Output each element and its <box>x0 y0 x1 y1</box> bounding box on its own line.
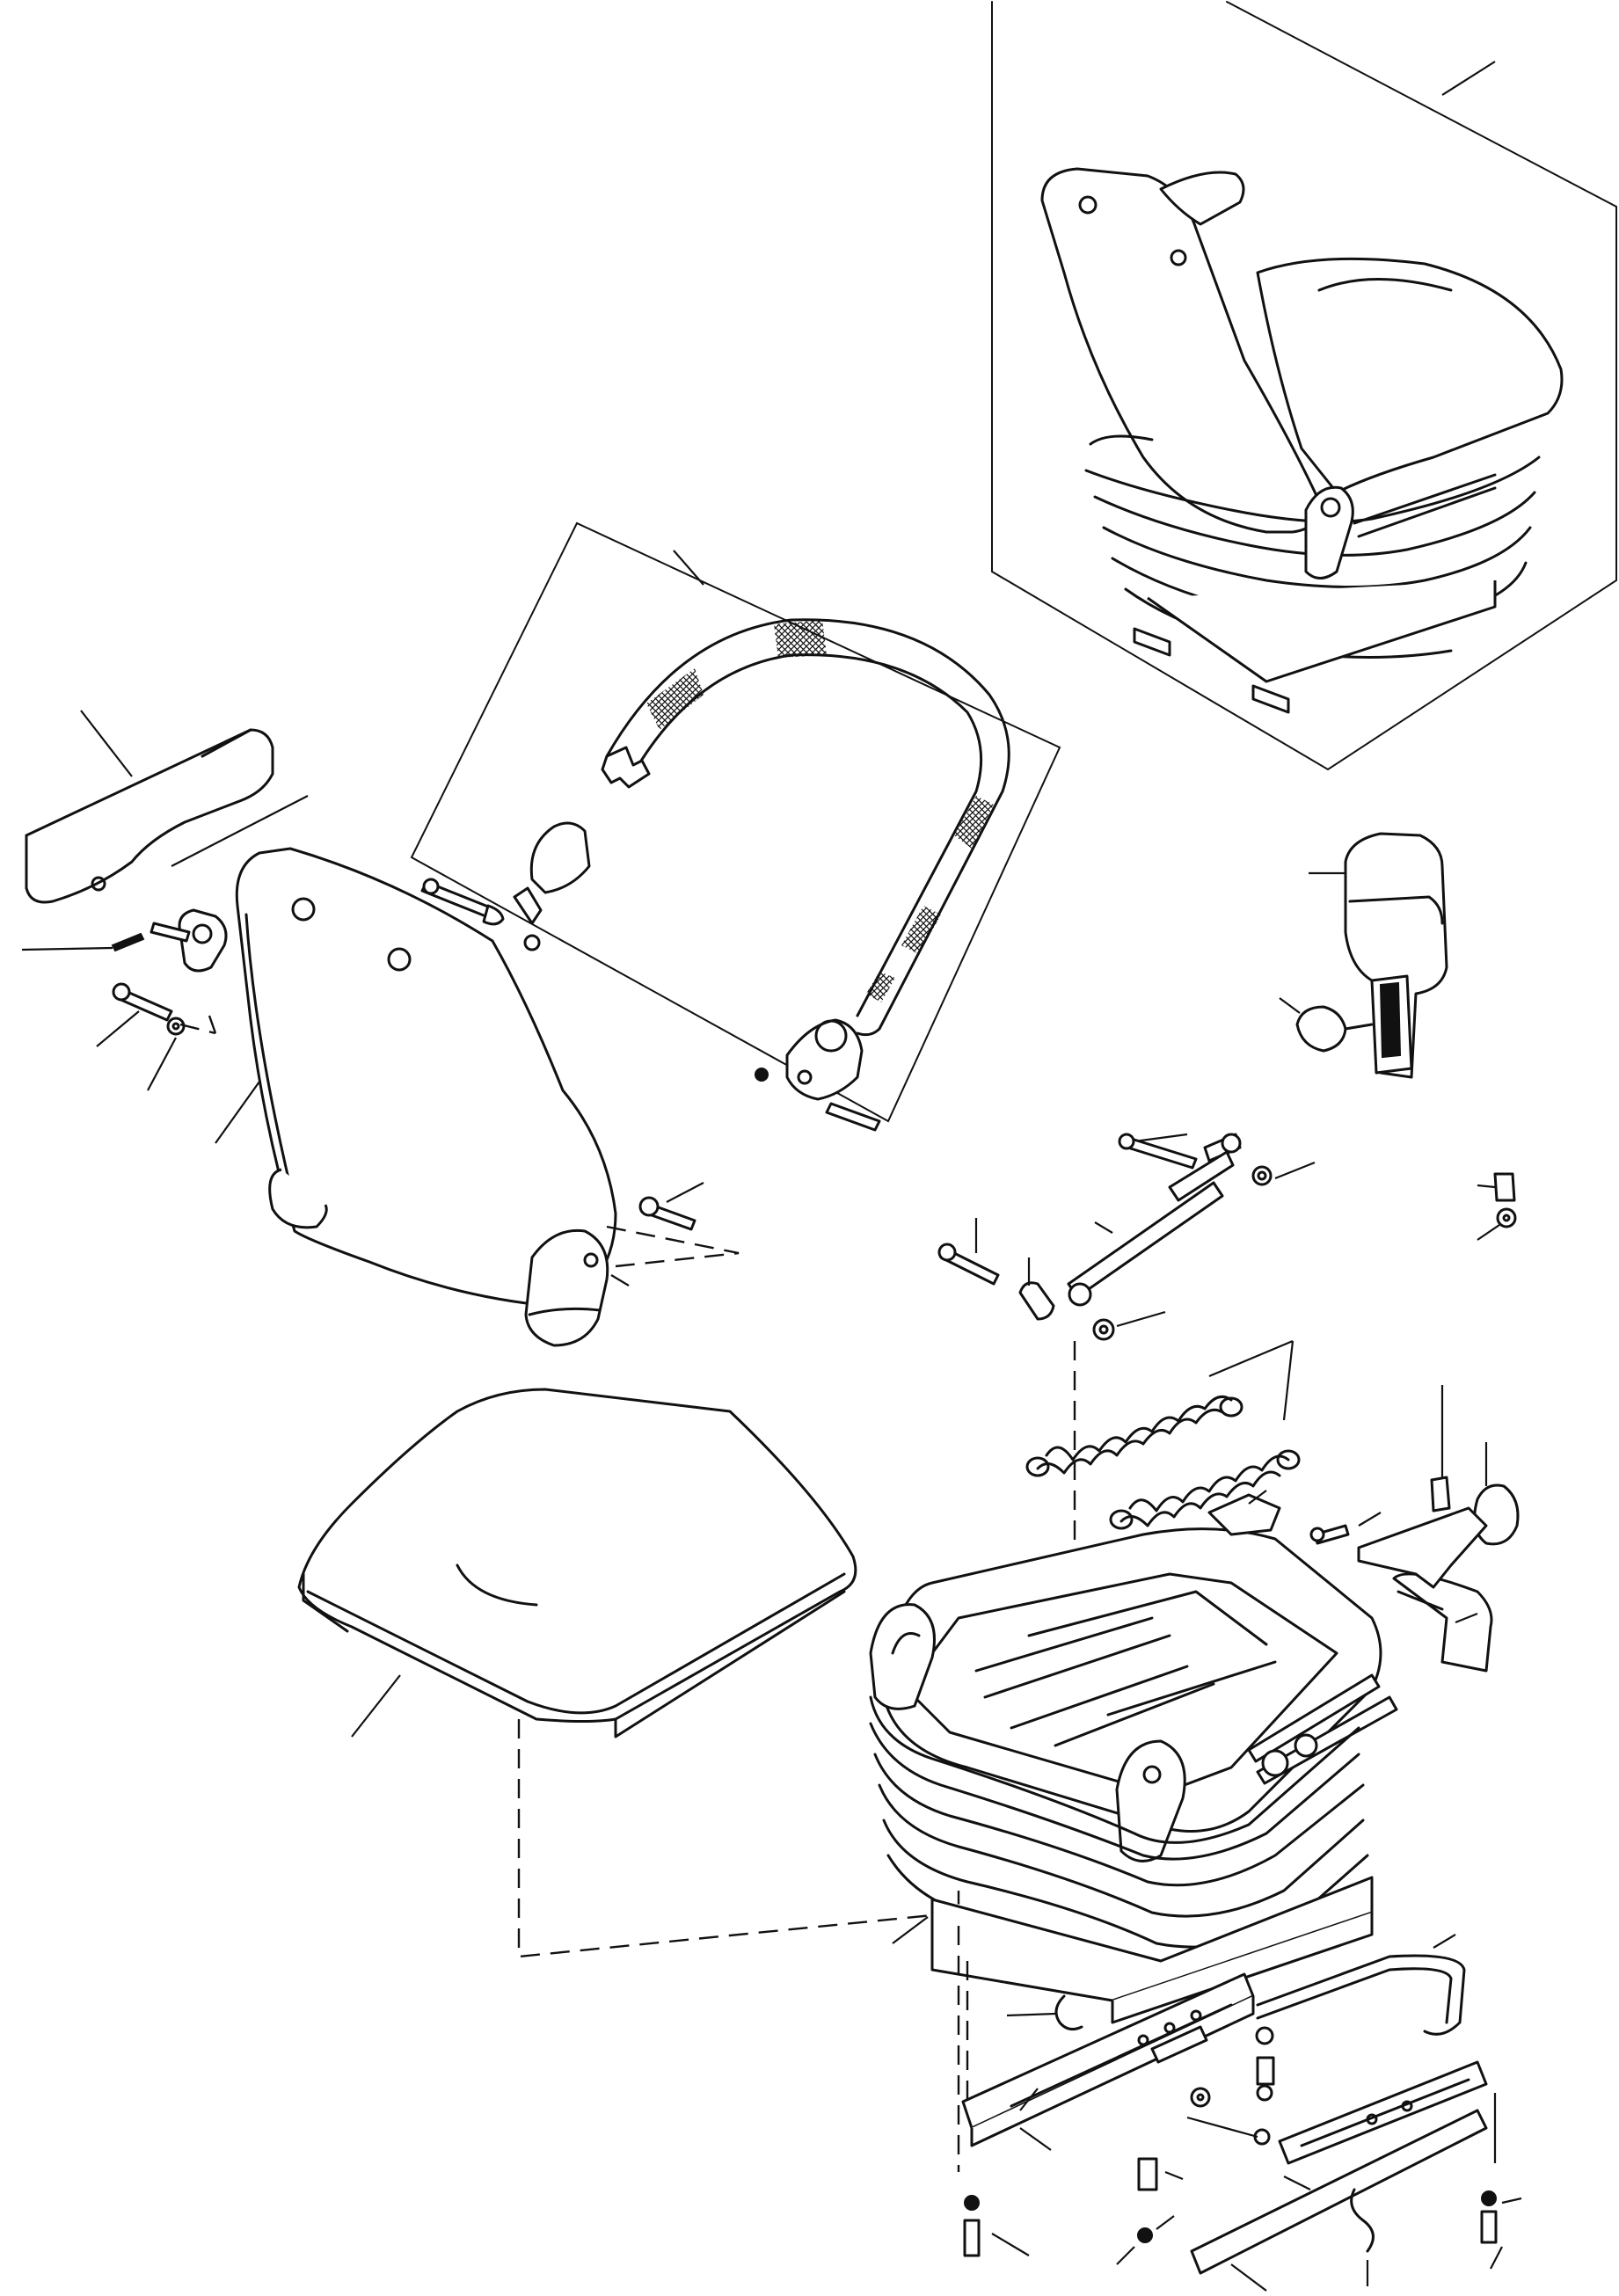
cushion-leader <box>351 1674 401 1738</box>
seat-belt-leader <box>673 550 704 586</box>
suspension-base-group <box>869 1527 1493 2024</box>
seat-belt-group <box>410 521 1061 1132</box>
seat-cushion-group <box>297 1388 960 1958</box>
gas-damper-group <box>937 1133 1316 1653</box>
armrest-left-group <box>21 710 309 1091</box>
armrest-left-leader <box>80 710 133 777</box>
slide-rails-group <box>957 1926 1522 2292</box>
complete-seat-leader <box>1441 61 1496 96</box>
backrest-leader <box>215 1081 260 1144</box>
complete-seat-assembly-group <box>991 1 1617 771</box>
adjust-knob-group <box>1207 1385 1520 1589</box>
armrest-right-group <box>1279 832 1517 1241</box>
suspension-leader <box>892 1916 929 1944</box>
backrest-group <box>215 847 740 1347</box>
springs-group <box>1025 1339 1301 1530</box>
